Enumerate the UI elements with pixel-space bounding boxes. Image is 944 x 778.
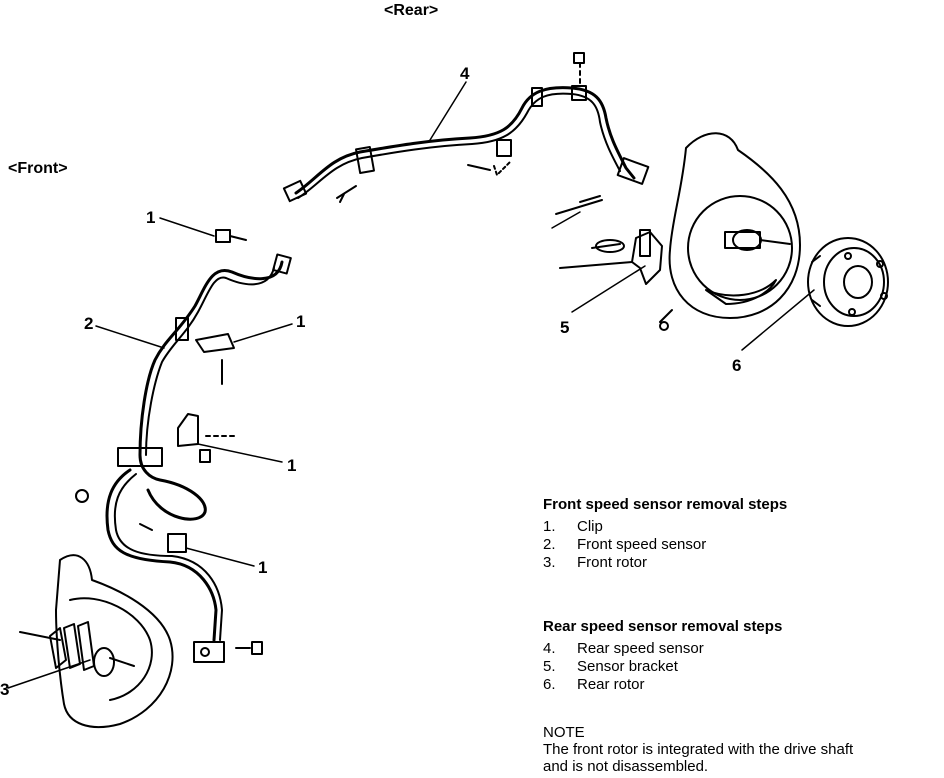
nut: [574, 53, 584, 63]
front-removal-steps: Front speed sensor removal steps 1.Clip …: [543, 496, 787, 572]
step-item: 2.Front speed sensor: [543, 536, 707, 553]
front-sensor-head: [194, 642, 224, 662]
callout-1: 1: [296, 312, 306, 331]
leader-1c: [198, 444, 282, 462]
rear-harness-clip: [497, 140, 511, 156]
front-knuckle: [56, 555, 173, 727]
callout-3: 3: [0, 680, 10, 699]
rear-rotor: [808, 238, 888, 326]
bolt: [337, 186, 356, 202]
leader-2: [96, 326, 164, 348]
bolt: [468, 165, 490, 170]
front-view-heading: <Front>: [8, 160, 68, 177]
callout-2: 2: [84, 314, 94, 333]
note-line: and is not disassembled.: [543, 758, 709, 775]
front-rotor: [20, 622, 134, 676]
clip: [216, 230, 230, 242]
rear-harness-clip: [356, 147, 374, 173]
rear-harness-grommet: [572, 86, 586, 100]
leader-1b: [234, 324, 292, 342]
leader-4: [430, 82, 466, 140]
clip: [196, 334, 234, 352]
note-block: NOTE The front rotor is integrated with …: [543, 724, 943, 775]
rear-view-heading: <Rear>: [384, 2, 439, 19]
bolt: [660, 310, 672, 322]
note-title: NOTE: [543, 724, 585, 741]
rear-harness-grommet: [532, 88, 542, 106]
step-item: 3.Front rotor: [543, 554, 648, 571]
callout-1: 1: [146, 208, 156, 227]
note-line: The front rotor is integrated with the d…: [543, 741, 854, 758]
rear-steps-title: Rear speed sensor removal steps: [543, 618, 783, 635]
rear-removal-steps: Rear speed sensor removal steps 4.Rear s…: [543, 618, 782, 694]
callout-4: 4: [460, 64, 470, 83]
leader-1a: [160, 218, 214, 236]
clip: [168, 534, 186, 552]
clip: [118, 448, 162, 466]
step-item: 6.Rear rotor: [543, 676, 645, 693]
rear-backing-plate: [670, 133, 800, 318]
callout-5: 5: [560, 318, 570, 337]
leader-6: [742, 290, 814, 350]
clip-bracket: [178, 414, 198, 446]
rear-speed-sensor-harness: [296, 88, 634, 193]
step-item: 4.Rear speed sensor: [543, 640, 704, 657]
callout-6: 6: [732, 356, 742, 375]
rear-sensor-head: [618, 158, 649, 184]
step-item: 1.Clip: [543, 518, 603, 535]
callout-1: 1: [287, 456, 297, 475]
front-speed-sensor-harness: [140, 262, 282, 519]
leader-5: [572, 266, 645, 312]
rear-harness-connector: [284, 181, 306, 201]
step-item: 5.Sensor bracket: [543, 658, 678, 675]
leader-1d: [186, 548, 254, 566]
callout-1: 1: [258, 558, 268, 577]
front-harness-connector: [273, 254, 291, 273]
front-steps-title: Front speed sensor removal steps: [543, 496, 788, 513]
sensor-bracket: [632, 232, 662, 284]
